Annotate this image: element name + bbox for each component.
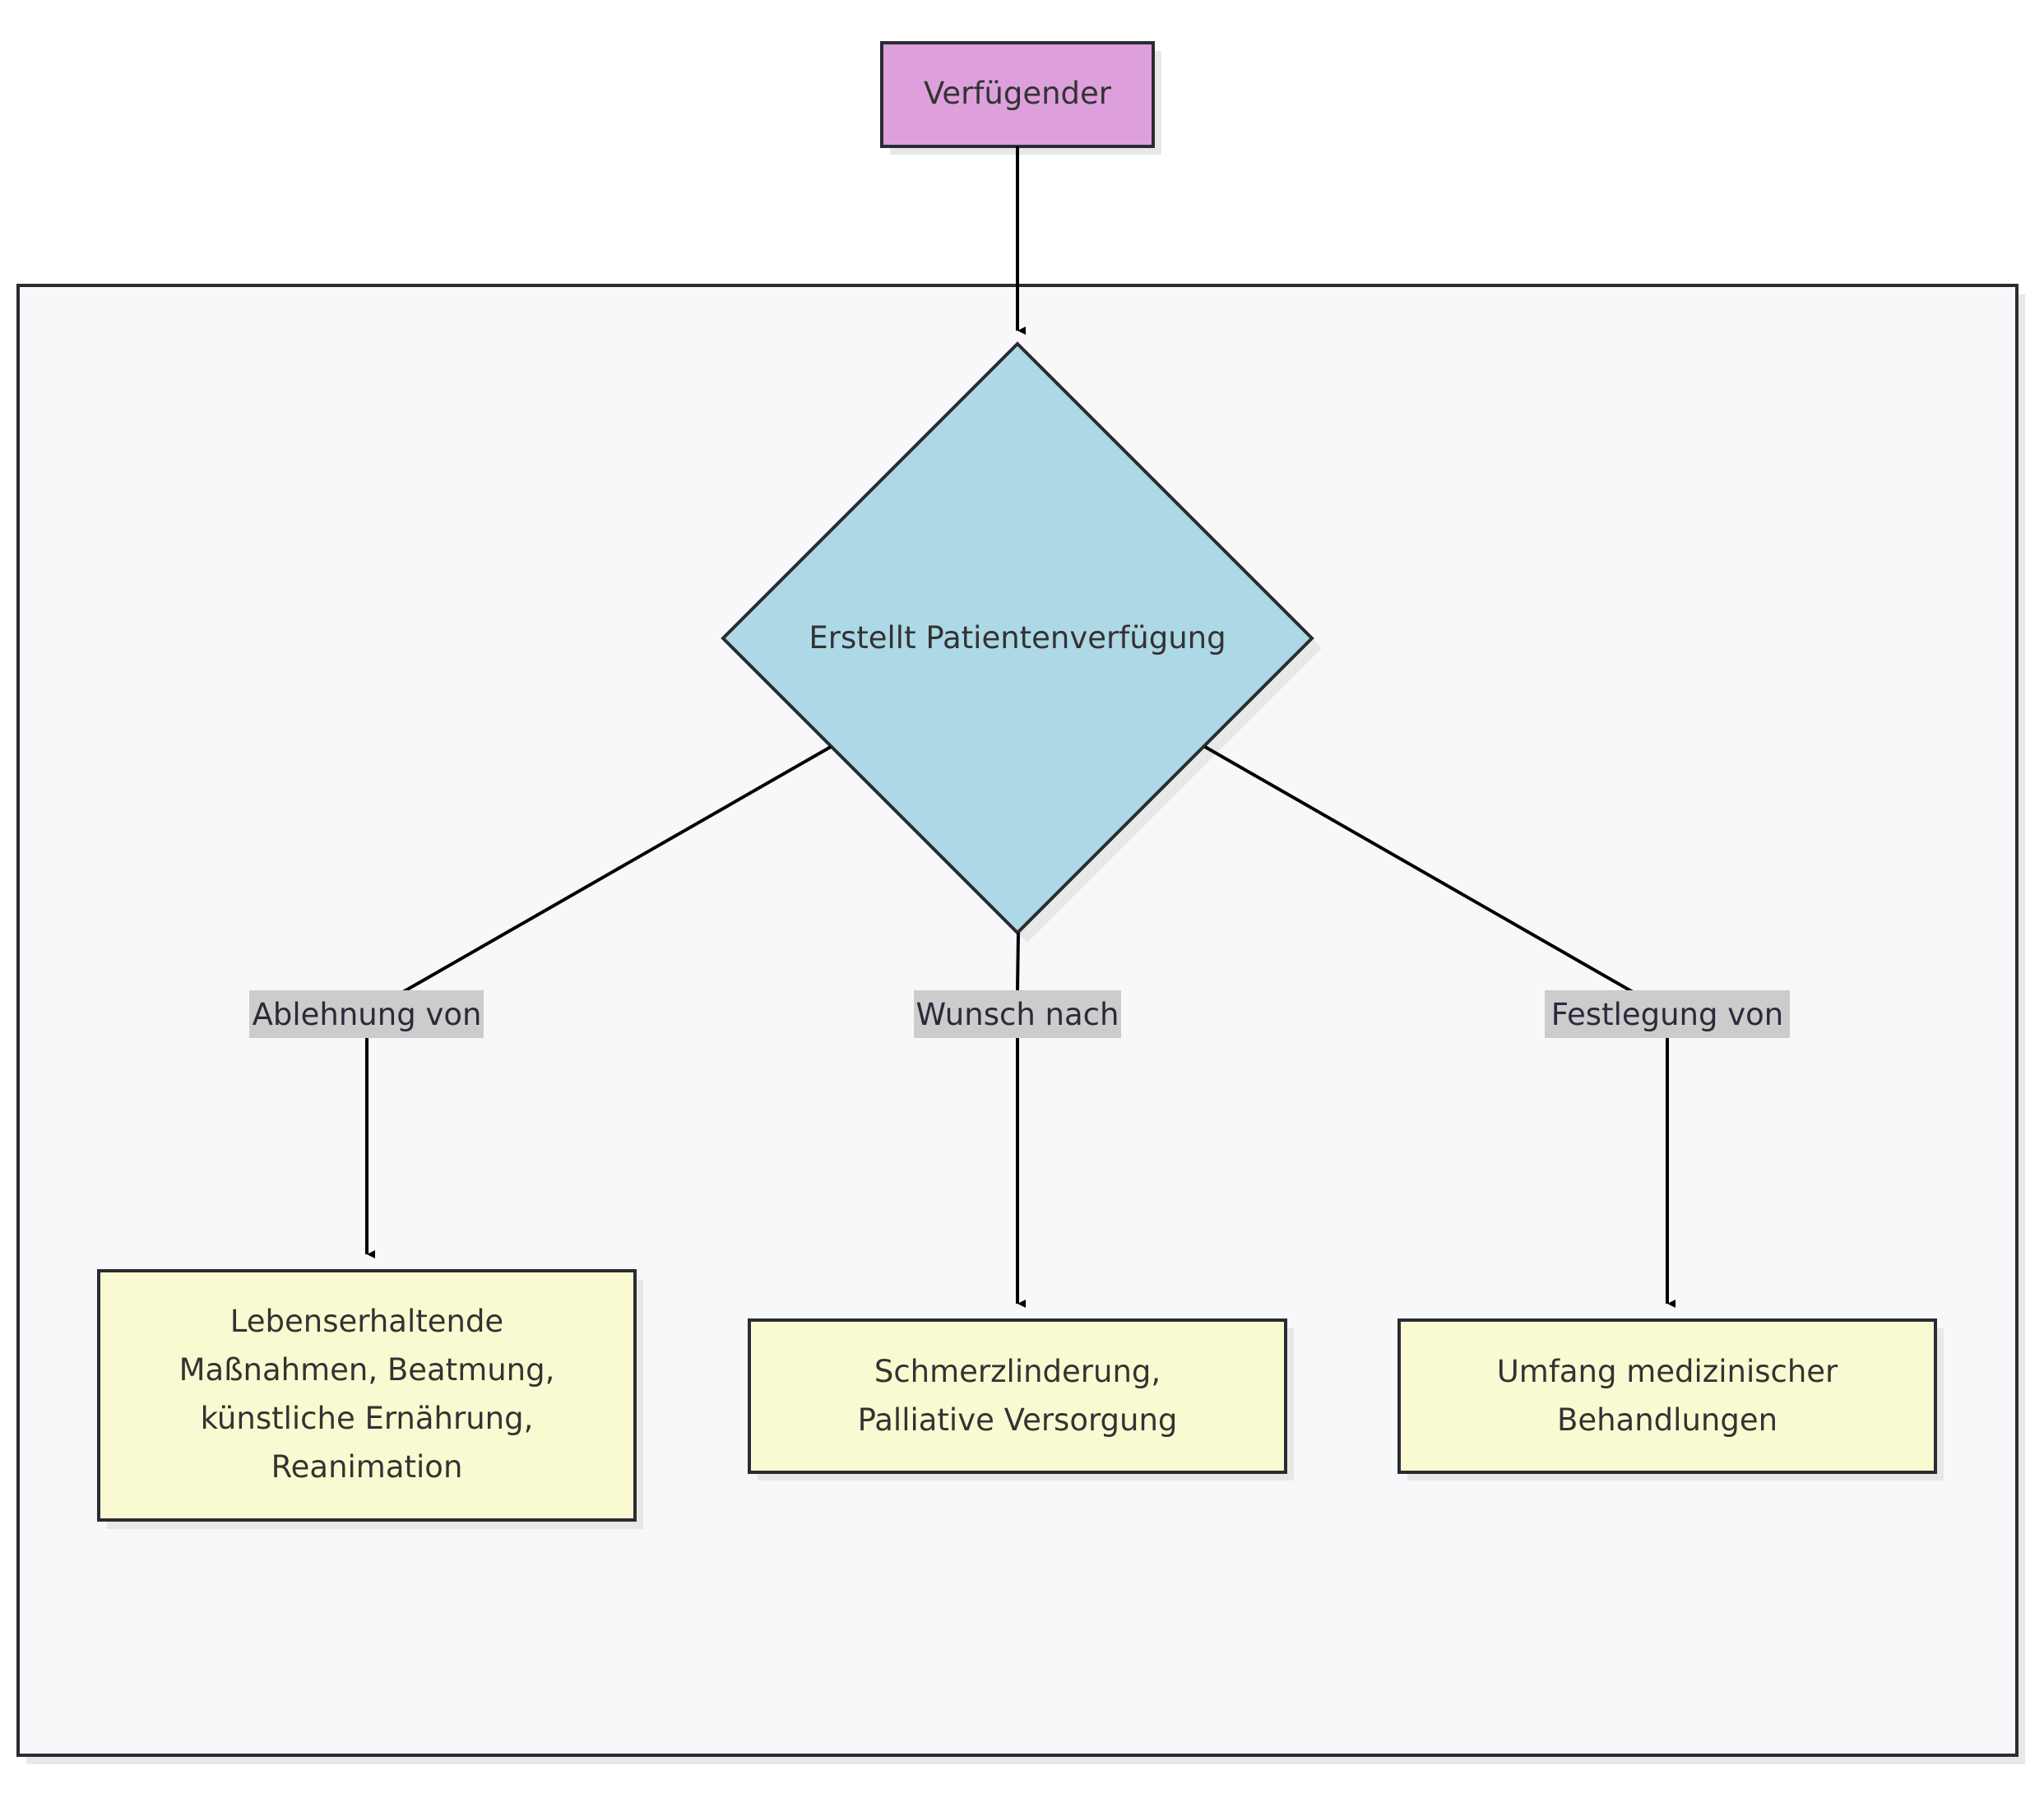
target-node-schmerzlinderung[interactable]: Schmerzlinderung, Palliative Versorgung — [748, 1318, 1294, 1481]
edge-festlegung-label: Festlegung von — [1551, 997, 1783, 1032]
target-node-umfang-line-1: Umfang medizinischer — [1497, 1354, 1838, 1389]
edge-ablehnung: Ablehnung von — [249, 745, 832, 1258]
edge-wunsch-label-bg — [914, 990, 1121, 1038]
target-node-lebenserhaltend-line-4: Reanimation — [271, 1449, 463, 1485]
target-node-lebenserhaltend-line-2: Maßnahmen, Beatmung, — [179, 1352, 555, 1388]
target-node-lebenserhaltend-box — [97, 1269, 637, 1522]
target-node-schmerzlinderung-line-2: Palliative Versorgung — [858, 1402, 1178, 1438]
target-node-umfang-box — [1397, 1318, 1937, 1474]
edge-festlegung-line-upper — [1204, 745, 1634, 994]
target-node-umfang-line-2: Behandlungen — [1557, 1402, 1777, 1438]
target-node-lebenserhaltend-line-1: Lebenserhaltende — [230, 1304, 503, 1339]
source-node[interactable]: Verfügender — [880, 41, 1161, 155]
source-node-label: Verfügender — [924, 76, 1112, 111]
edge-ablehnung-label: Ablehnung von — [253, 997, 482, 1032]
decision-node[interactable]: Erstellt Patientenverfügung — [721, 341, 1322, 943]
edge-wunsch-line-upper — [1016, 932, 1020, 991]
edge-wunsch: Wunsch nach — [914, 932, 1121, 1308]
target-node-lebenserhaltend[interactable]: Lebenserhaltende Maßnahmen, Beatmung, kü… — [97, 1269, 643, 1529]
target-node-lebenserhaltend-line-3: künstliche Ernährung, — [201, 1401, 534, 1436]
source-node-box — [880, 41, 1155, 148]
edge-wunsch-label: Wunsch nach — [916, 997, 1119, 1032]
target-node-schmerzlinderung-line-1: Schmerzlinderung, — [874, 1354, 1161, 1389]
decision-node-label: Erstellt Patientenverfügung — [809, 620, 1226, 656]
target-node-schmerzlinderung-box — [748, 1318, 1287, 1474]
edge-ablehnung-label-bg — [249, 990, 484, 1038]
edge-festlegung: Festlegung von — [1204, 745, 1790, 1308]
edge-ablehnung-line-upper — [402, 745, 832, 994]
target-node-umfang[interactable]: Umfang medizinischer Behandlungen — [1397, 1318, 1944, 1481]
edge-festlegung-label-bg — [1545, 990, 1790, 1038]
